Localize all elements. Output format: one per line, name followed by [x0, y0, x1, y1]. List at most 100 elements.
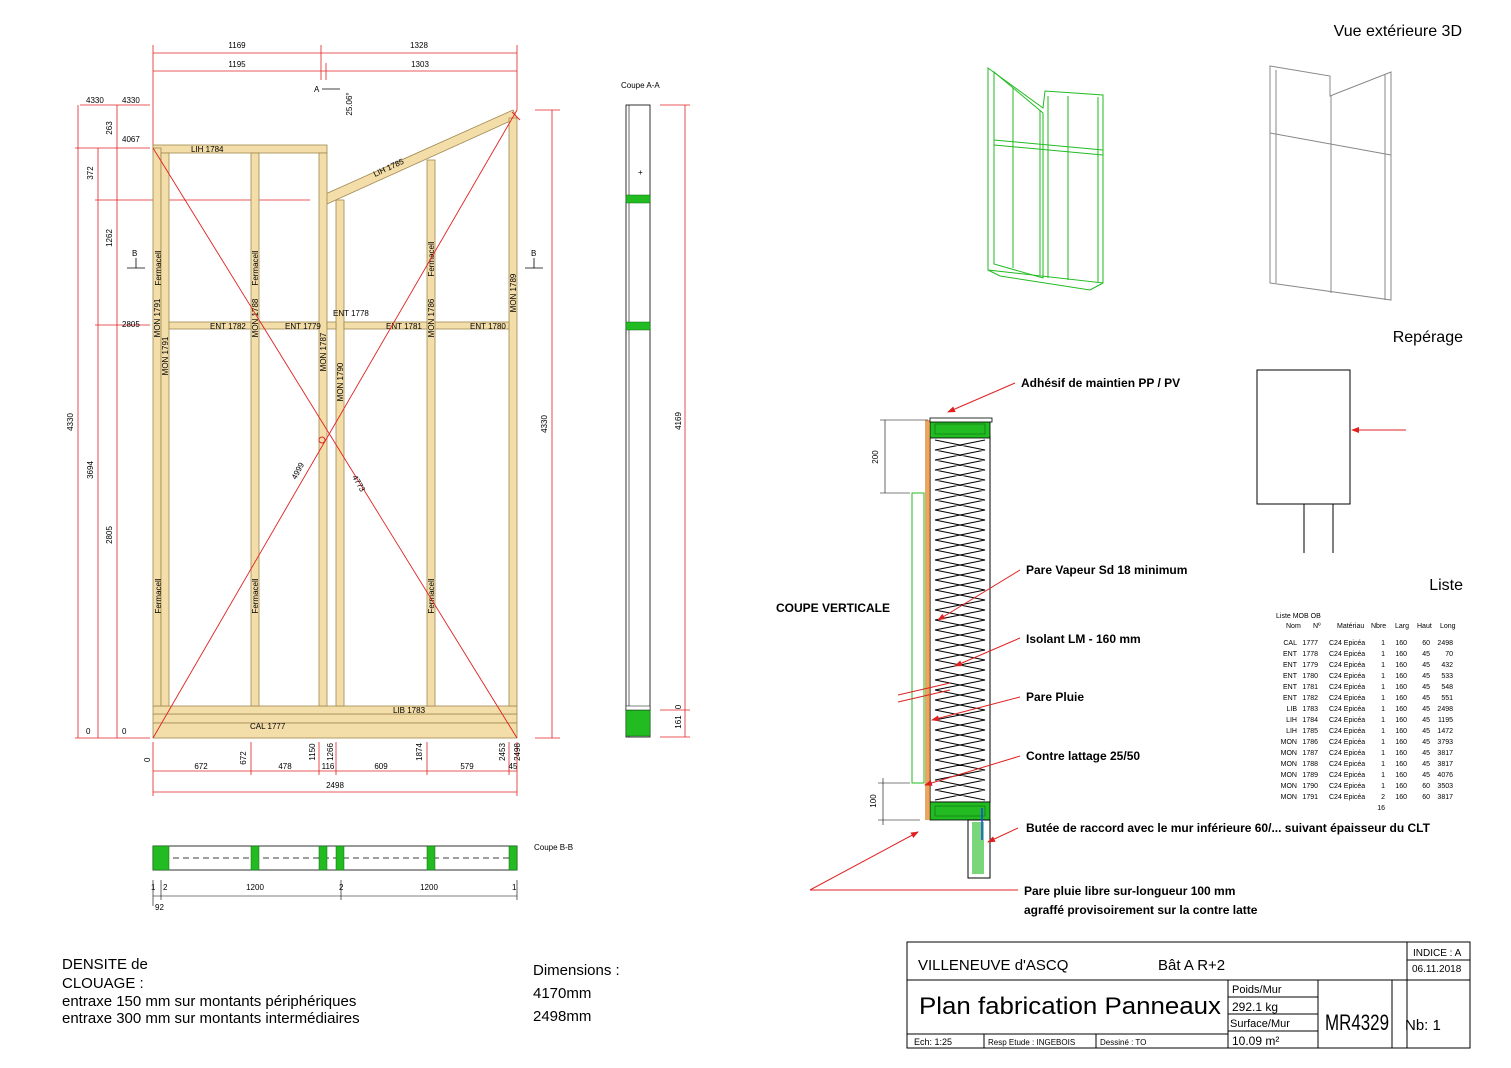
title-liste: Liste [1429, 577, 1463, 594]
dimensions-width: 2498mm [533, 1008, 592, 1025]
liste-header-cell: Haut [1417, 623, 1432, 630]
liste-cell: 160 [1395, 794, 1407, 801]
liste-cell: MON [1281, 739, 1297, 746]
liste-cell: 1779 [1302, 662, 1318, 669]
liste-cell: 1 [1381, 717, 1385, 724]
bottom-dim-1266: 1266 [326, 743, 335, 761]
cartouche-title: Plan fabrication Panneaux [919, 993, 1221, 1020]
liste-cell: 60 [1422, 794, 1430, 801]
liste-cell: 1 [1381, 750, 1385, 757]
bottom-dim-609: 609 [374, 762, 388, 771]
liste-cell: 1195 [1438, 717, 1453, 724]
title-3d: Vue extérieure 3D [1334, 23, 1462, 40]
section-b-markers [127, 258, 543, 269]
title-reperage: Repérage [1393, 329, 1463, 346]
liste-cell: C24 Epicéa [1329, 706, 1365, 713]
liste-cell: C24 Epicéa [1329, 750, 1365, 757]
cartouche-indice: INDICE : A [1413, 948, 1462, 959]
bottom-dim-lines [152, 742, 518, 796]
liste-cell: 1782 [1302, 695, 1318, 702]
liste-cell: 1472 [1437, 728, 1453, 735]
liste-cell: 1 [1381, 772, 1385, 779]
coupe-aa-dim-zero: 0 [674, 704, 683, 709]
bottom-dim-1150: 1150 [308, 743, 317, 761]
coupe-bb-dims [152, 880, 518, 906]
bottom-dim-1874: 1874 [415, 743, 424, 761]
note-isolant: Isolant LM - 160 mm [1026, 632, 1141, 646]
liste-cell: 1 [1381, 783, 1385, 790]
liste-cell: 45 [1422, 695, 1430, 702]
liste-cell: 45 [1422, 717, 1430, 724]
view-3d-exterior [1269, 65, 1392, 301]
coupe-bb-dim-7: 92 [155, 903, 164, 912]
liste-cell: 551 [1441, 695, 1453, 702]
note-pare-pluie: Pare Pluie [1026, 690, 1084, 704]
liste-cell: MON [1281, 794, 1297, 801]
liste-cell: 1 [1381, 728, 1385, 735]
stud-6 [508, 117, 518, 707]
liste-cell: 45 [1422, 684, 1430, 691]
liste-cell: 3503 [1437, 783, 1453, 790]
liste-cell: ENT [1283, 695, 1298, 702]
liste-header-cell: Nbre [1371, 623, 1386, 630]
coupe-aa-dims [660, 104, 690, 738]
liste-cell: CAL [1283, 640, 1297, 647]
liste-cell: 45 [1422, 750, 1430, 757]
cartouche-bat: Bât A R+2 [1158, 957, 1225, 974]
liste-cell: 160 [1395, 717, 1407, 724]
liste-cell: MON [1281, 750, 1297, 757]
cartouche-dessine: Dessiné : TO [1100, 1038, 1146, 1047]
dim-left-4330-total: 4330 [66, 413, 75, 431]
label-ent4: ENT 1781 [386, 322, 422, 331]
liste-cell: LIH [1286, 728, 1297, 735]
bottom-dim-45: 45 [509, 762, 518, 771]
dim-left-0-a: 0 [86, 727, 91, 736]
coupe-aa-nog [625, 321, 651, 331]
densite-line2: CLOUAGE : [62, 975, 144, 992]
liste-cell: 3817 [1437, 750, 1453, 757]
liste-cell: 1791 [1302, 794, 1318, 801]
liste-cell: 160 [1395, 673, 1407, 680]
liste-cell: C24 Epicéa [1329, 684, 1365, 691]
liste-cell: 1786 [1302, 739, 1318, 746]
cartouche-echelle: Ech: 1:25 [914, 1037, 952, 1047]
dim-top-4: 1303 [411, 60, 429, 69]
label-mon1: MON 1791 [153, 298, 162, 337]
liste-cell: 160 [1395, 684, 1407, 691]
liste-cell: 160 [1395, 750, 1407, 757]
coupe-aa-title: Coupe A-A [621, 81, 660, 90]
liste-cell: LIH [1286, 717, 1297, 724]
liste-cell: 160 [1395, 783, 1407, 790]
coupe-aa-dim-total: 4169 [674, 412, 683, 430]
liste-header-cell: Matériau [1337, 623, 1364, 630]
liste-cell: 45 [1422, 728, 1430, 735]
label-mon6: MON 1789 [509, 273, 518, 312]
liste-cell: 1788 [1302, 761, 1318, 768]
liste-cell: C24 Epicéa [1329, 695, 1365, 702]
view-3d-frame [987, 67, 1104, 291]
section-b-right: B [531, 249, 536, 258]
elevation-view: 1169 1328 1195 1303 4330 4330 263 4067 3… [66, 41, 560, 796]
liste-header-cell: Larg [1395, 623, 1409, 630]
liste-cell: MON [1281, 761, 1297, 768]
stud-2 [250, 152, 260, 707]
label-mon2: MON 1788 [251, 298, 260, 337]
liste-header-cell: Nº [1313, 623, 1321, 630]
nog-1778 [326, 321, 337, 330]
cartouche-city: VILLENEUVE d'ASCQ [918, 957, 1068, 974]
nog-1780 [434, 321, 510, 330]
bottom-dim-579: 579 [460, 762, 474, 771]
bottom-dim-2498: 2498 [513, 743, 522, 761]
liste-header-cell: Nom [1286, 623, 1301, 630]
dim-200: 200 [871, 450, 880, 464]
bottom-dim-672b: 672 [239, 751, 248, 765]
liste-cell: 3793 [1437, 739, 1453, 746]
bottom-dim-2453: 2453 [498, 743, 507, 761]
liste-cell: 1 [1381, 640, 1385, 647]
coupe-bb-dim-3: 1200 [246, 883, 264, 892]
label-mon3: MON 1787 [319, 332, 328, 371]
coupe-aa-dim-low: 161 [674, 715, 683, 729]
liste-cell: 1 [1381, 673, 1385, 680]
coupe-bb-dim-4: 2 [339, 883, 344, 892]
note-pare-vapeur: Pare Vapeur Sd 18 minimum [1026, 563, 1187, 577]
